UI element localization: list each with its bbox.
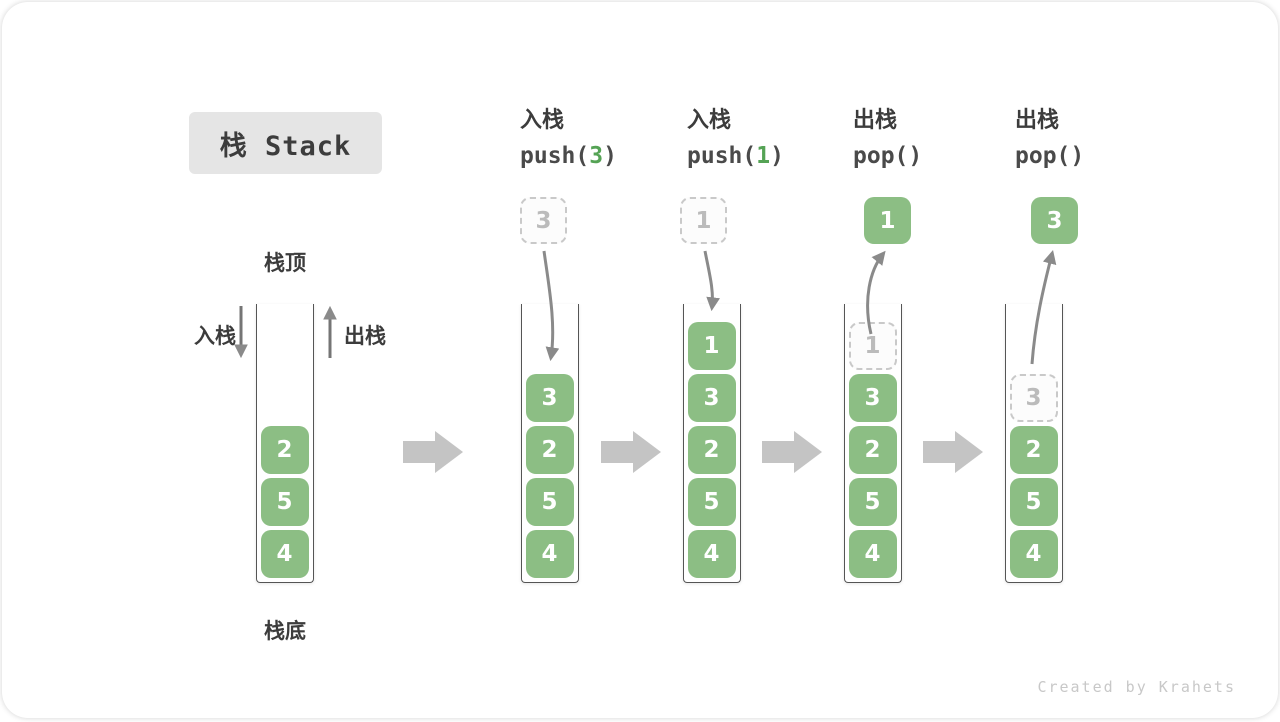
stack-cell: 3 [848,374,897,422]
stack-cell: 2 [260,426,309,474]
op-header-pop-2: 出栈 pop() [1015,110,1084,168]
incoming-value-box: 1 [680,197,727,244]
stack-cell: 5 [1009,478,1058,526]
stack-cell-ghost: 3 [1009,374,1058,422]
stack-cell: 4 [260,530,309,578]
stack-cell: 4 [1009,530,1058,578]
popped-value-box: 3 [1031,197,1078,244]
incoming-value-box: 3 [520,197,567,244]
step-arrow-icon [923,431,983,473]
op-code-pre: pop( [853,143,909,169]
op-code-arg: 1 [756,143,771,169]
popped-value-box: 1 [864,197,911,244]
op-code-post: ) [908,143,923,169]
stack-container-after-pop-2: 3 2 5 4 [1005,304,1063,583]
stack-cell: 4 [687,530,736,578]
stack-cell: 1 [687,322,736,370]
op-label: 出栈 [1015,108,1060,133]
op-code-post: ) [1070,143,1085,169]
op-header-push-3: 入栈 push(3) [520,110,617,168]
op-code-arg: 3 [589,143,604,169]
stack-top-label: 栈顶 [264,251,306,275]
step-arrow-icon [601,431,661,473]
stack-cell: 5 [525,478,574,526]
title-box: 栈 Stack [189,112,382,174]
step-arrow-icon [762,431,822,473]
push-side-label: 入栈 [194,324,236,348]
watermark: Created by Krahets [1037,678,1236,696]
stack-container-after-push-1: 1 3 2 5 4 [683,304,741,583]
stack-cell: 2 [687,426,736,474]
op-code-pre: pop( [1015,143,1071,169]
op-code-post: ) [603,143,617,169]
stack-container-after-pop-1: 1 3 2 5 4 [844,304,902,583]
op-code: pop() [853,145,922,168]
stack-cell: 5 [260,478,309,526]
op-code: pop() [1015,145,1084,168]
step-arrow-icon [403,431,463,473]
op-header-push-1: 入栈 push(1) [687,110,784,168]
stack-cell: 4 [525,530,574,578]
pop-side-label: 出栈 [344,324,386,348]
diagram-title: 栈 Stack [219,130,352,162]
op-label: 出栈 [853,108,898,133]
stack-container-initial: 2 5 4 [256,304,314,583]
op-label: 入栈 [520,108,565,133]
stack-cell: 2 [1009,426,1058,474]
op-code-pre: push( [520,143,590,169]
stack-cell: 4 [848,530,897,578]
stack-cell-ghost: 1 [848,322,897,370]
stack-cell: 5 [687,478,736,526]
stack-cell: 2 [848,426,897,474]
op-code: push(1) [687,145,784,168]
stack-cell: 2 [525,426,574,474]
stack-cell: 3 [687,374,736,422]
op-header-pop-1: 出栈 pop() [853,110,922,168]
stack-cell: 3 [525,374,574,422]
stack-cell: 5 [848,478,897,526]
stack-container-after-push-3: 3 2 5 4 [521,304,579,583]
op-label: 入栈 [687,108,732,133]
op-code-post: ) [770,143,784,169]
op-code: push(3) [520,145,617,168]
op-code-pre: push( [687,143,757,169]
stack-bottom-label: 栈底 [264,619,306,643]
push-1-arrow-icon [703,250,720,312]
